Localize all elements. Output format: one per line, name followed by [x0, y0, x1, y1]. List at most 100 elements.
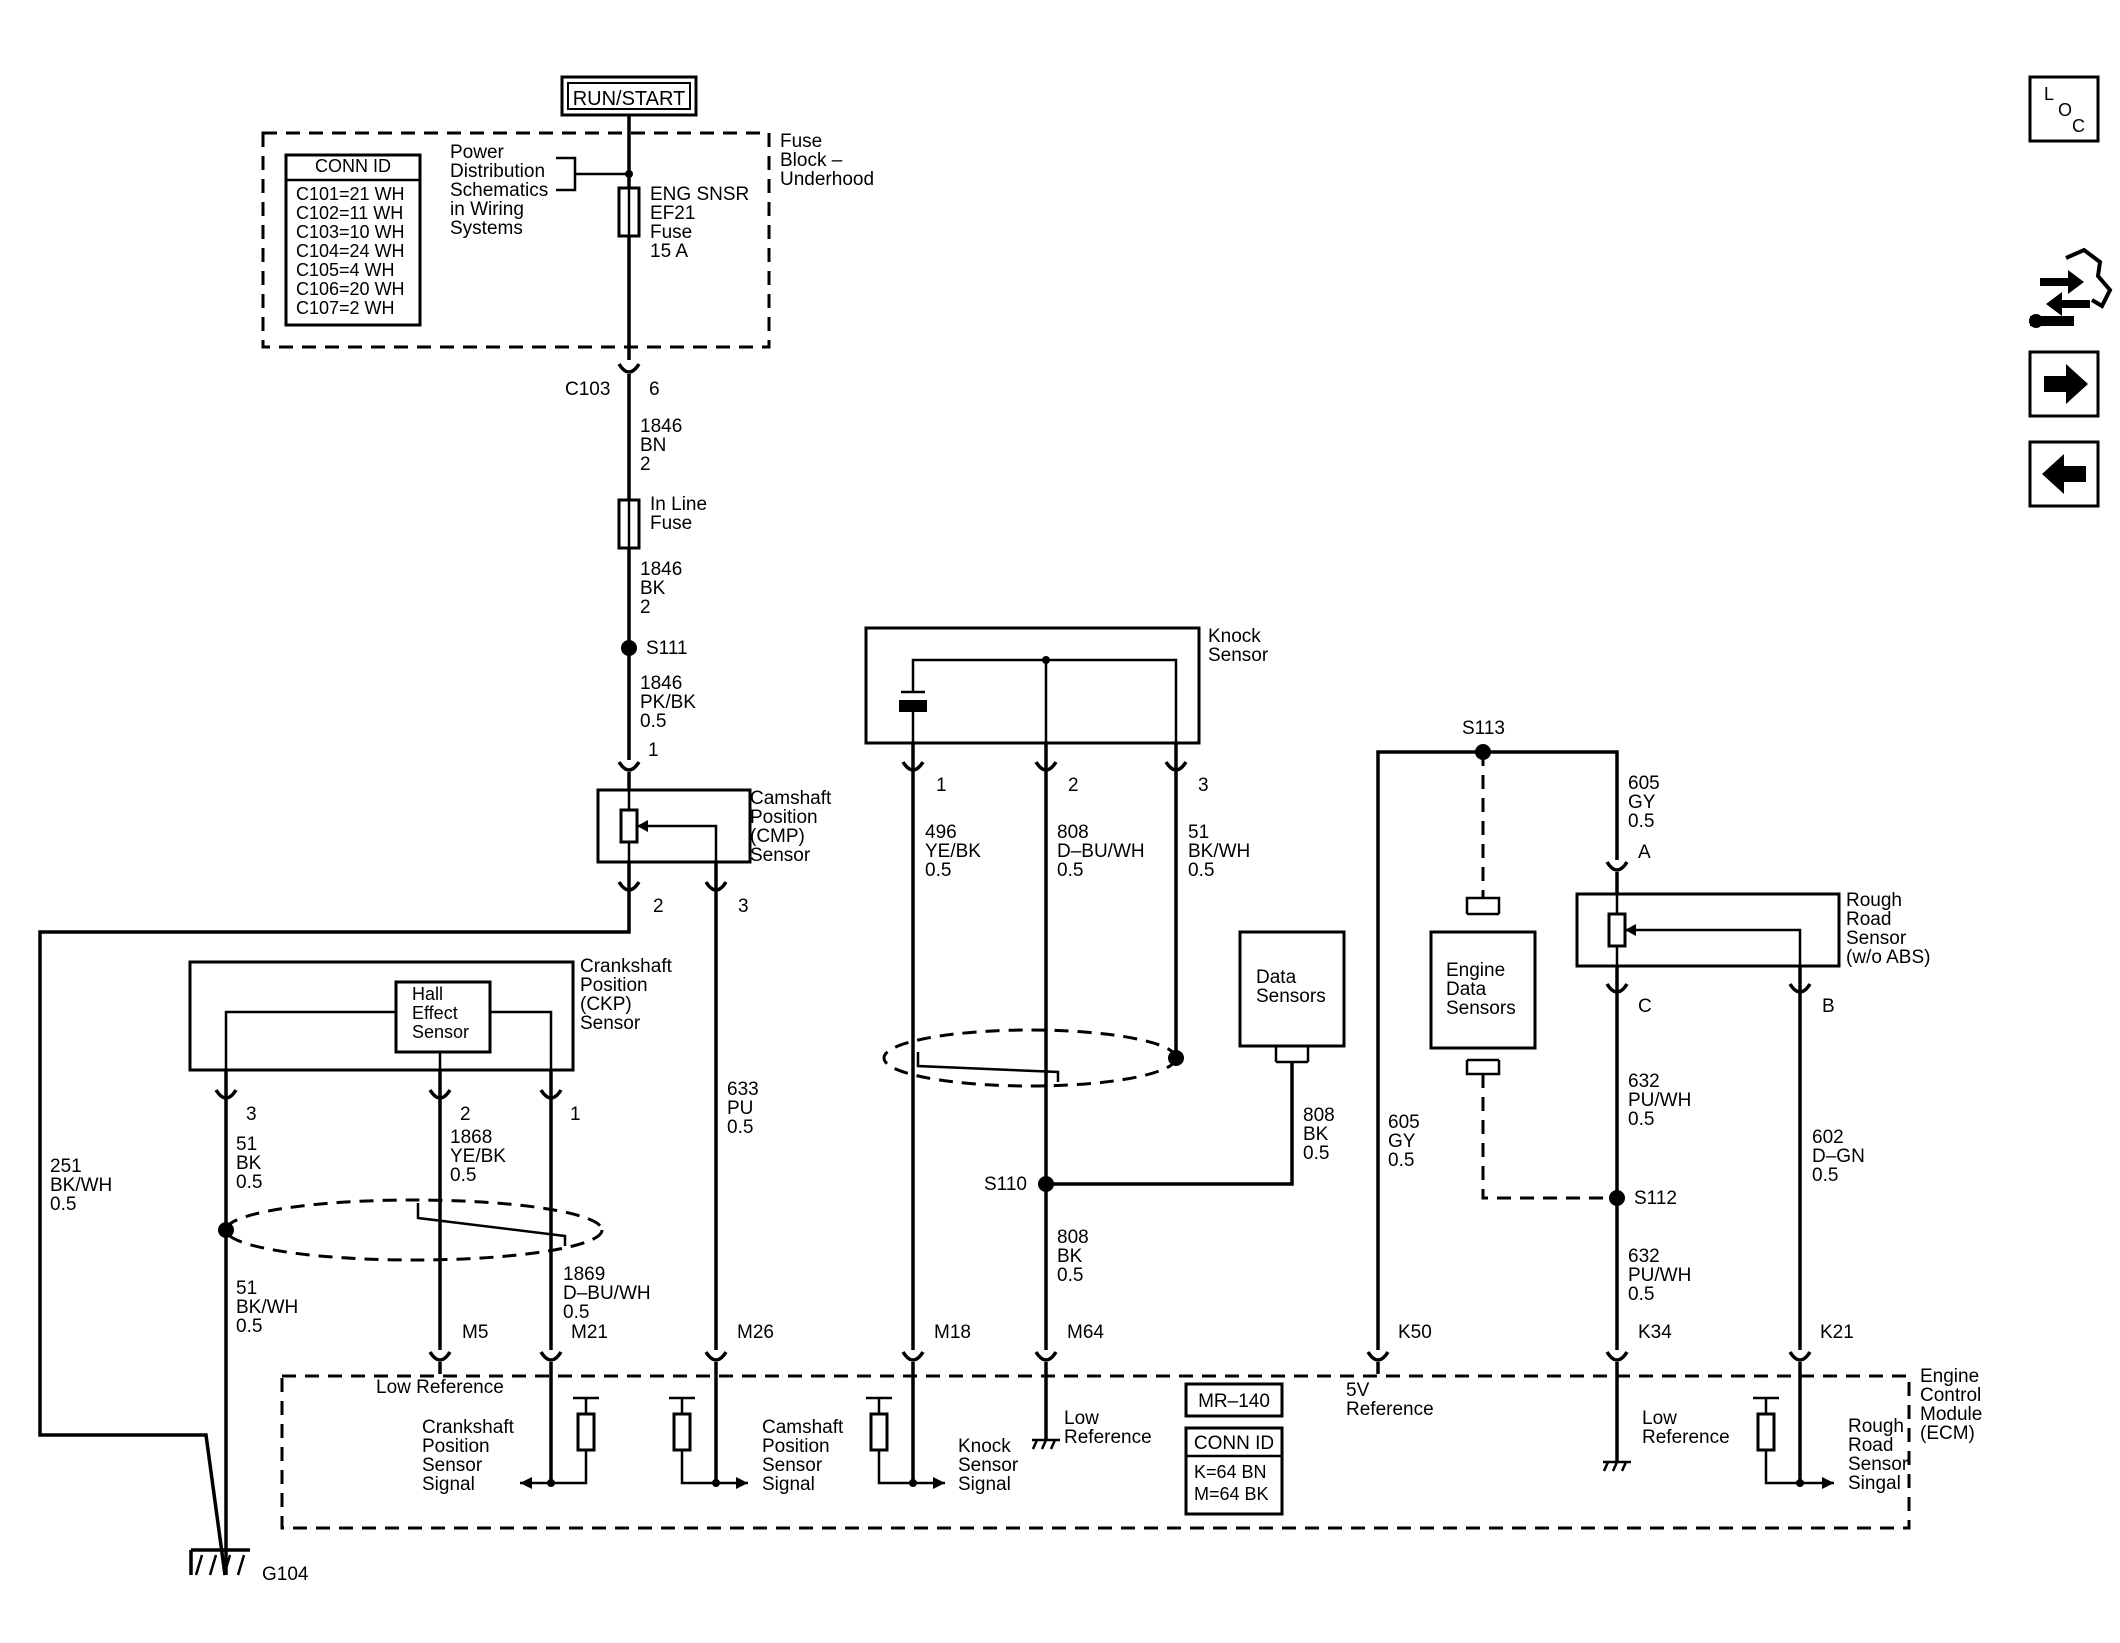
hall-effect-box [394, 980, 492, 1054]
cmp-pin2: 2 [653, 896, 664, 917]
loc-o: O [2058, 100, 2072, 120]
fuse-block-label: Fuse Block – Underhood [780, 131, 874, 190]
wire-632-top: 632 PU/WH 0.5 [1628, 1071, 1697, 1130]
ecm: Engine Control Module (ECM) M5 M21 M26 M… [280, 1322, 1988, 1530]
ecm-label: Engine Control Module (ECM) [1920, 1366, 1988, 1444]
ecm-pin-m64: M64 [1067, 1322, 1104, 1343]
engine-data-sensors-box [1429, 930, 1537, 1050]
data-sensors-box [1238, 930, 1346, 1048]
cmp-sensor-label: Camshaft Position (CMP) Sensor [750, 788, 837, 866]
conn-id-title: CONN ID [315, 156, 391, 176]
splice-s113-label: S113 [1462, 718, 1505, 739]
arrow-right-icon [2044, 364, 2088, 404]
splice-s111-label: S111 [646, 638, 688, 659]
low-ref-k34-label: Low Reference [1642, 1408, 1730, 1448]
splice-s112-label: S112 [1634, 1188, 1677, 1209]
ecm-conn-id-table [1184, 1426, 1284, 1516]
wire-808-bk-low: 808 BK 0.5 [1057, 1227, 1094, 1286]
wire-1846-pkbk: 1846 PK/BK 0.5 [640, 673, 701, 732]
rough-pin-c: C [1638, 996, 1652, 1017]
wire-51-bkwh: 51 BK/WH 0.5 [236, 1278, 304, 1337]
knock-pin2: 2 [1068, 775, 1079, 796]
ref-5v-label: 5V Reference [1346, 1380, 1434, 1420]
wire-808-dbu: 808 D–BU/WH 0.5 [1057, 822, 1150, 881]
ecm-pin-m5: M5 [462, 1322, 488, 1343]
loc-button[interactable]: L O C [2028, 75, 2100, 143]
arrow-left-button[interactable] [2028, 440, 2100, 508]
knock-sensor-label: Knock Sensor [1208, 626, 1269, 666]
low-reference-m5: Low Reference [376, 1377, 504, 1398]
fuse-block-underhood [261, 131, 771, 349]
ecm-conn-id-title: CONN ID [1194, 1433, 1274, 1454]
ckp-sensor-label: Crankshaft Position (CKP) Sensor [580, 956, 677, 1034]
ckp-sensor: Hall Effect Sensor Crankshaft Position (… [188, 956, 677, 1575]
rough-road-section: S113 605 GY 0.5 Engine Data Sensors A Ro… [1376, 718, 1930, 1350]
wire-632-bottom: 632 PU/WH 0.5 [1628, 1246, 1697, 1305]
cmp-pin3: 3 [738, 896, 749, 917]
wire-496: 496 YE/BK 0.5 [925, 822, 986, 881]
ckp-shield [224, 1198, 604, 1262]
arrow-right-button[interactable] [2028, 350, 2100, 418]
wire-1846-bn: 1846 BN 2 [640, 416, 688, 475]
splice-s111 [621, 640, 637, 656]
ecm-pin-k50: K50 [1398, 1322, 1432, 1343]
cmp-pin1: 1 [648, 740, 659, 761]
conn-id-table [284, 153, 422, 327]
wire-633: 633 PU 0.5 [727, 1079, 764, 1138]
hall-effect-label: Hall Effect Sensor [412, 984, 469, 1042]
wire-605-top: 605 GY 0.5 [1628, 773, 1665, 832]
loc-c: C [2072, 116, 2085, 136]
arrow-left-icon [2042, 454, 2086, 494]
rough-signal-label: Rough Road Sensor Singal [1848, 1416, 1913, 1494]
wire-1868: 1868 YE/BK 0.5 [450, 1127, 511, 1186]
wire-808-bk-data: 808 BK 0.5 [1303, 1105, 1340, 1164]
splice-s110-label: S110 [984, 1174, 1027, 1195]
loc-l: L [2044, 84, 2054, 104]
mr140-label: MR–140 [1198, 1391, 1270, 1412]
c103-connector [617, 363, 641, 374]
c103-label: C103 [565, 379, 610, 400]
conn-id-rows: C101=21 WH C102=11 WH C103=10 WH C104=24… [296, 184, 410, 318]
wire-605-left: 605 GY 0.5 [1388, 1112, 1425, 1171]
diagnostic-icon[interactable] [2029, 247, 2113, 328]
fuse-ef21-label: ENG SNSR EF21 Fuse 15 A [650, 184, 755, 262]
ecm-pin-m21: M21 [571, 1322, 608, 1343]
knock-sensor: Knock Sensor 1 2 3 496 YE/BK 0.5 808 [864, 626, 1346, 1350]
ecm-pin-k21: K21 [1820, 1322, 1854, 1343]
ecm-dashed-box [280, 1374, 1911, 1530]
knock-pin1: 1 [936, 775, 947, 796]
knock-shield [882, 1028, 1178, 1088]
wire-251: 251 BK/WH 0.5 [50, 1156, 118, 1215]
power-distribution-label: Power Distribution Schematics in Wiring … [450, 142, 553, 239]
wire-51-bkwh-knock: 51 BK/WH 0.5 [1188, 822, 1256, 881]
data-sensors-label: Data Sensors [1256, 967, 1326, 1007]
run-start-label: RUN/START [573, 88, 686, 110]
knock-sensor-box [864, 626, 1201, 745]
cmp-sensor: 1 Camshaft Position (CMP) Sensor 2 3 633… [38, 740, 837, 1576]
ground-section: 251 BK/WH 0.5 G104 [50, 1156, 309, 1585]
engine-data-sensors-label: Engine Data Sensors [1446, 960, 1516, 1019]
knock-pin3: 3 [1198, 775, 1209, 796]
power-section: RUN/START Fuse Block – Underhood CONN ID… [261, 75, 874, 760]
rough-pin-a: A [1638, 842, 1651, 863]
ecm-conn-id-rows: K=64 BN M=64 BK [1194, 1462, 1272, 1504]
mr140-box [1184, 1382, 1284, 1418]
ecm-pin-m26: M26 [737, 1322, 774, 1343]
splice-s112 [1609, 1190, 1625, 1206]
ckp-pin1: 1 [570, 1104, 581, 1125]
ckp-signal-label: Crankshaft Position Sensor Signal [422, 1417, 519, 1495]
ckp-pin2: 2 [460, 1104, 471, 1125]
inline-fuse-label: In Line Fuse [650, 494, 712, 534]
ckp-pin3: 3 [246, 1104, 257, 1125]
ecm-pin-m18: M18 [934, 1322, 971, 1343]
knock-signal-label: Knock Sensor Signal [958, 1436, 1023, 1495]
wire-1846-bk: 1846 BK 2 [640, 559, 688, 618]
g104-label: G104 [262, 1564, 309, 1585]
cmp-signal-label: Camshaft Position Sensor Signal [762, 1417, 849, 1495]
wire-1869: 1869 D–BU/WH 0.5 [563, 1264, 656, 1323]
ecm-pin-k34: K34 [1638, 1322, 1672, 1343]
c103-pin: 6 [649, 379, 660, 400]
wire-51-bk: 51 BK 0.5 [236, 1134, 267, 1193]
ckp-sensor-box [188, 960, 575, 1072]
